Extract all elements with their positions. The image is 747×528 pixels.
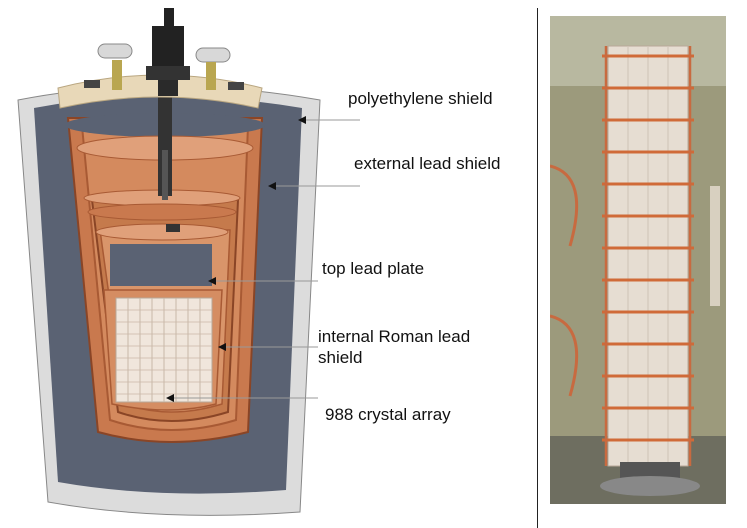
label-crystal-array: 988 crystal array: [325, 405, 451, 424]
label-top-lead-plate: top lead plate: [322, 259, 425, 278]
label-polyethylene-shield: polyethylene shield: [348, 89, 493, 108]
detector-cutaway-diagram: [17, 8, 360, 516]
label-internal-roman-lead-line1: internal Roman lead: [318, 327, 471, 346]
valve-assembly: [146, 8, 190, 96]
label-internal-roman-lead-line2: shield: [318, 348, 363, 367]
crystal-tower-photo: [550, 16, 726, 504]
label-external-lead-shield: external lead shield: [354, 154, 501, 173]
panel-divider: [537, 8, 538, 528]
top-lead-plate: [110, 244, 212, 286]
crystal-array: [115, 297, 213, 403]
side-fittings: [84, 43, 244, 90]
